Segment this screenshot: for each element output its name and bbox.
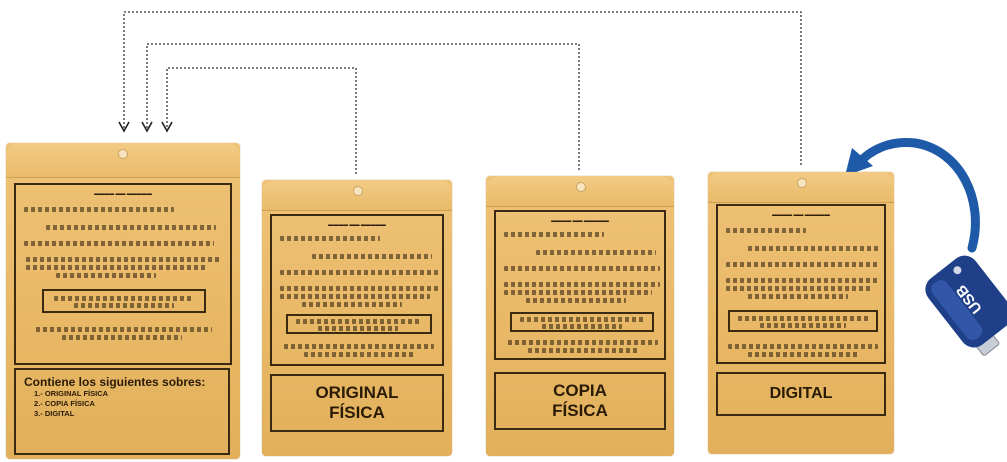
envelope-flap — [6, 143, 240, 178]
form-line — [318, 326, 398, 331]
envelope-clasp-hole — [353, 186, 363, 196]
form-line — [312, 254, 432, 259]
form-header: ▬▬▬▬ ▬▬ ▬▬▬▬▬ — [772, 212, 830, 218]
curved-arrow — [853, 137, 980, 253]
form-header: ▬▬▬▬ ▬▬ ▬▬▬▬▬ — [328, 222, 386, 228]
envelope-clasp-hole — [797, 178, 807, 188]
contents-item-original: 1.- ORIGINAL FÍSICA — [34, 389, 109, 398]
contents-item-copia: 2.- COPIA FÍSICA — [34, 399, 95, 408]
connector-original — [166, 67, 357, 174]
original-label-line1: ORIGINAL — [315, 382, 399, 402]
form-line — [26, 257, 222, 262]
copia-label-box: COPIA FÍSICA — [494, 372, 666, 430]
form-line — [536, 250, 656, 255]
original-envelope: ▬▬▬▬ ▬▬ ▬▬▬▬▬ ORIGINAL FÍSICA — [262, 180, 452, 456]
form-header: ▬▬▬▬ ▬▬ ▬▬▬▬▬ — [94, 191, 152, 197]
digital-label-line1: DIGITAL — [769, 384, 833, 402]
form-line — [520, 317, 644, 322]
form-line — [504, 266, 660, 271]
form-line — [542, 324, 622, 329]
connector-copia — [146, 43, 580, 170]
form-area: ▬▬▬▬ ▬▬ ▬▬▬▬▬ — [716, 204, 886, 364]
form-line — [504, 290, 652, 295]
form-line — [24, 241, 214, 246]
copia-label-line1: COPIA — [553, 380, 607, 400]
form-line — [508, 340, 658, 345]
digital-label-box: DIGITAL — [716, 372, 886, 416]
form-line — [738, 316, 868, 321]
form-line — [302, 302, 402, 307]
original-label-line2: FÍSICA — [329, 403, 385, 422]
form-line — [726, 228, 806, 233]
form-inner-box — [510, 312, 654, 332]
digital-envelope: ▬▬▬▬ ▬▬ ▬▬▬▬▬ DIGITAL — [708, 172, 894, 454]
form-line — [296, 319, 422, 324]
form-line — [284, 344, 434, 349]
form-line — [46, 225, 216, 230]
form-area: ▬▬▬▬ ▬▬ ▬▬▬▬▬ — [494, 210, 666, 360]
contents-title: Contiene los siguientes sobres: — [24, 375, 206, 389]
form-line — [56, 273, 156, 278]
form-line — [726, 286, 872, 291]
form-inner-box — [42, 289, 206, 313]
form-line — [280, 270, 438, 275]
form-line — [62, 335, 182, 340]
form-line — [748, 246, 878, 251]
form-line — [36, 327, 212, 332]
form-line — [304, 352, 414, 357]
copia-envelope: ▬▬▬▬ ▬▬ ▬▬▬▬▬ COPIA FÍSICA — [486, 176, 674, 456]
contents-item-digital: 3.- DIGITAL — [34, 409, 75, 418]
form-line — [280, 294, 430, 299]
form-inner-box — [728, 310, 878, 332]
main-envelope: ▬▬▬▬ ▬▬ ▬▬▬▬▬ Contiene los siguientes so… — [6, 143, 240, 459]
connector-digital — [123, 11, 802, 165]
form-line — [748, 352, 858, 357]
form-line — [26, 265, 206, 270]
form-line — [526, 298, 626, 303]
form-line — [726, 278, 880, 283]
form-area: ▬▬▬▬ ▬▬ ▬▬▬▬▬ — [270, 214, 444, 366]
form-area: ▬▬▬▬ ▬▬ ▬▬▬▬▬ — [14, 183, 232, 365]
form-line — [528, 348, 638, 353]
copia-label-line2: FÍSICA — [552, 401, 608, 420]
envelope-clasp-hole — [576, 182, 586, 192]
form-line — [760, 323, 846, 328]
original-label-box: ORIGINAL FÍSICA — [270, 374, 444, 432]
form-line — [728, 344, 878, 349]
envelope-clasp-hole — [118, 149, 128, 159]
form-line — [504, 232, 604, 237]
form-line — [504, 282, 660, 287]
curved-arrow-head — [845, 148, 873, 176]
form-line — [280, 236, 380, 241]
form-line — [74, 303, 174, 308]
form-line — [748, 294, 848, 299]
form-line — [280, 286, 438, 291]
form-line — [54, 296, 194, 301]
form-line — [24, 207, 174, 212]
form-line — [726, 262, 880, 267]
form-inner-box — [286, 314, 432, 334]
contents-box: Contiene los siguientes sobres: 1.- ORIG… — [14, 368, 230, 455]
form-header: ▬▬▬▬ ▬▬ ▬▬▬▬▬ — [551, 218, 609, 224]
